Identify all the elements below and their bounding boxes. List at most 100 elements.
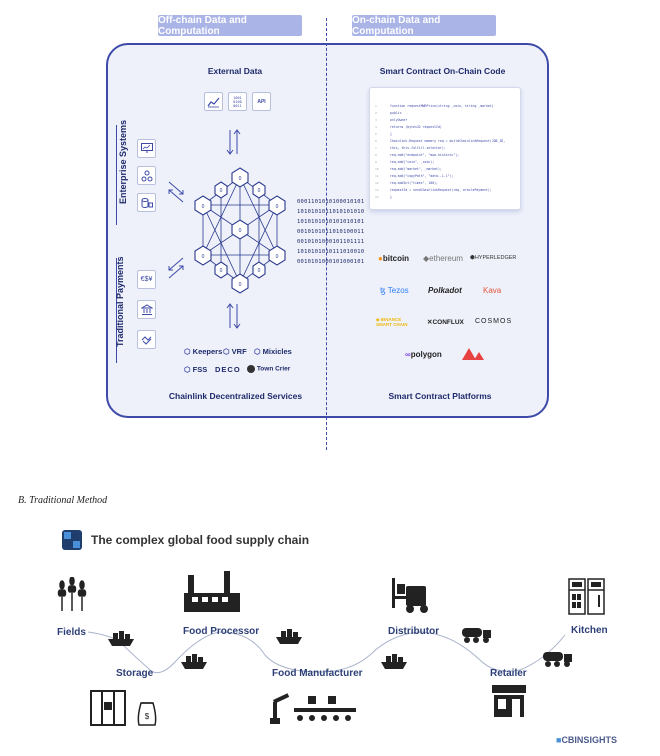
silo-storage-icon: [90, 690, 126, 731]
svg-text:0: 0: [276, 254, 279, 260]
svg-text:0: 0: [220, 188, 223, 194]
service-deco: DECO: [215, 365, 241, 374]
platform-binance: ◆ BINANCE SMART CHAIN: [376, 317, 408, 327]
binary-line: 0010101000101101111: [297, 239, 365, 245]
enterprise-systems-label: Enterprise Systems: [118, 119, 128, 204]
services-arrows: [226, 303, 241, 329]
code-line: returns (bytes32 requestId): [390, 125, 442, 129]
handshake-icon: [137, 330, 156, 349]
enterprise-bracket: [116, 125, 117, 225]
services-title: Chainlink Decentralized Services: [168, 391, 303, 401]
external-data-title: External Data: [207, 66, 263, 76]
kitchen-appliances-icon: [568, 578, 606, 621]
robot-arm-conveyor-icon: [268, 690, 358, 731]
chainlink-hex-network: 0 0 0 0 0 0 0 0 0 0 0: [194, 167, 286, 294]
wheat-icon: [57, 576, 87, 618]
node-fields: Fields: [57, 627, 86, 638]
api-icon: API: [252, 92, 271, 111]
grain-sack-icon: $: [133, 697, 161, 732]
factory-icon: [184, 571, 240, 618]
tanker-truck-icon: [543, 650, 573, 673]
code-line: function requestMWRPrice(string _coin, s…: [390, 104, 494, 108]
payments-bracket: [116, 258, 117, 363]
platform-ethereum: ◆ethereum: [423, 254, 463, 263]
binary-line: 1010101011010101010: [297, 209, 365, 215]
network-people-icon: [137, 166, 156, 185]
svg-text:$: $: [145, 712, 150, 721]
code-line: this, this.fulfill.selector);: [390, 146, 446, 150]
service-vrf: ⬡ VRF: [223, 347, 247, 356]
code-line: req.add("market", _market);: [390, 167, 442, 171]
service-mixicles: ⬡ Mixicles: [254, 347, 292, 356]
code-line: public: [390, 111, 402, 115]
code-line: req.add("endpoint", "mwa-historic");: [390, 153, 460, 157]
platform-cosmos: COSMOS: [475, 318, 513, 325]
code-line: req.addInt("times", 100);: [390, 181, 438, 185]
code-line: req.add("copyPath", "data.-1.1");: [390, 174, 454, 178]
svg-text:0: 0: [220, 268, 223, 274]
platform-kava: Kava: [483, 286, 502, 295]
ship-icon: [381, 652, 407, 675]
node-food-processor: Food Processor: [183, 626, 260, 637]
svg-text:0: 0: [239, 228, 242, 234]
tanker-truck-icon: [462, 626, 492, 649]
side-arrows: [168, 181, 184, 279]
service-keepers: ⬡ Keepers: [184, 347, 223, 356]
svg-text:0: 0: [239, 282, 242, 288]
service-town-crier: Town Crier: [247, 365, 290, 373]
monitor-chart-icon: [137, 139, 156, 158]
code-line: requestId = sendChainlinkRequest(req, or…: [390, 188, 492, 192]
svg-text:0: 0: [258, 268, 261, 274]
svg-text:0: 0: [202, 204, 205, 210]
binary-line: 0010101011010100011: [297, 229, 365, 235]
binary-line: 0010101000101000101: [297, 259, 365, 265]
code-line: req.add("coin", _coin);: [390, 160, 435, 164]
node-retailer: Retailer: [490, 668, 527, 679]
storefront-icon: [492, 685, 526, 724]
code-line: {: [390, 132, 392, 136]
binary-line: 1010101010111010010: [297, 249, 365, 255]
traditional-payments-label: Traditional Payments: [115, 256, 125, 347]
currency-icon: €$¥: [137, 270, 156, 289]
avalanche-logo-icon: [462, 347, 486, 365]
platform-polygon: ∞polygon: [405, 350, 442, 359]
svg-text:0: 0: [202, 254, 205, 260]
node-distributor: Distributor: [388, 626, 440, 637]
code-line: onlyOwner: [390, 118, 408, 122]
binary-line: 1010101010101010101: [297, 219, 365, 225]
service-fss: ⬡ FSS: [184, 365, 208, 374]
platform-polkadot: Polkadot: [428, 286, 462, 295]
node-food-manufacturer: Food Manufacturer: [272, 668, 363, 679]
ship-icon: [181, 652, 207, 675]
binary-line: 0001101010100010101: [297, 199, 365, 205]
bank-icon: [137, 300, 156, 319]
ship-icon: [108, 629, 134, 652]
code-line: Chainlink.Request memory req = buildChai…: [390, 139, 506, 143]
platform-conflux: ✕CONFLUX: [427, 319, 464, 326]
cbinsights-brand: ■CBINSIGHTS: [556, 735, 617, 745]
offchain-pill: Off-chain Data and Computation: [158, 15, 302, 37]
onchain-pill: On-chain Data and Computation: [352, 15, 496, 37]
svg-text:0: 0: [239, 176, 242, 182]
cb-logo-icon: [62, 530, 82, 555]
svg-text:0: 0: [258, 188, 261, 194]
platform-bitcoin: ●bitcoin: [378, 254, 410, 263]
caption: B. Traditional Method: [18, 495, 108, 506]
platforms-title: Smart Contract Platforms: [388, 391, 492, 401]
code-line: }: [390, 195, 392, 199]
node-kitchen: Kitchen: [571, 625, 608, 636]
supply-chain-path: [87, 631, 566, 674]
database-icon: [137, 193, 156, 212]
chain-divider: [326, 18, 327, 450]
node-storage: Storage: [116, 668, 154, 679]
forklift-icon: [388, 576, 432, 619]
supply-chain-title: The complex global food supply chain: [91, 533, 310, 547]
ship-icon: [276, 627, 302, 650]
chart-icon: [204, 92, 223, 111]
svg-text:0: 0: [276, 204, 279, 210]
platform-hyperledger: ⬢HYPERLEDGER: [470, 255, 517, 261]
external-data-arrows: [226, 129, 241, 155]
smart-contract-title: Smart Contract On-Chain Code: [379, 66, 506, 76]
